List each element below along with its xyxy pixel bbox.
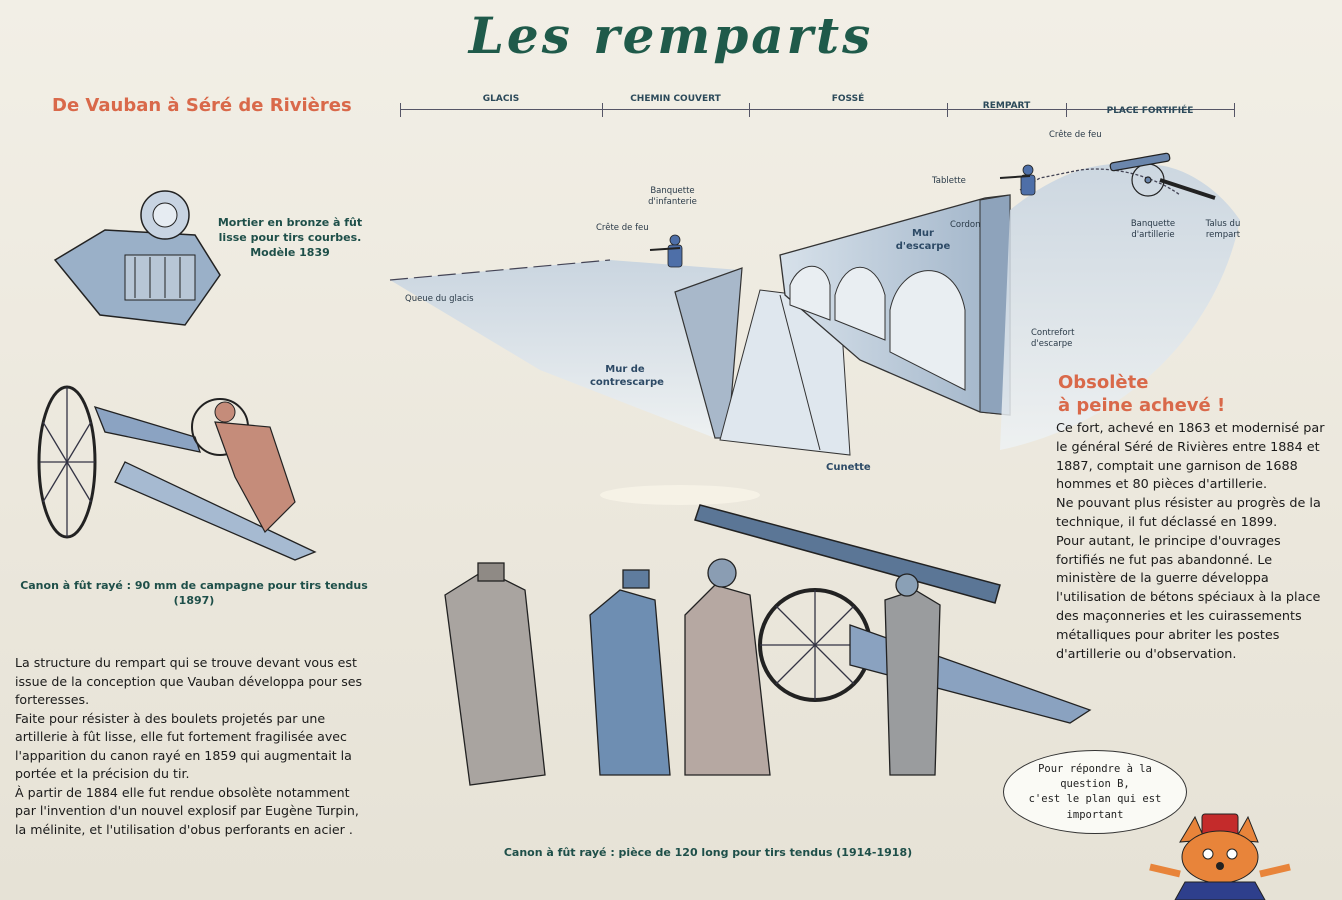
obsolete-paragraph-1: Ce fort, achevé en 1863 et modernisé par… [1056,421,1325,493]
obsolete-heading: Obsolète à peine achevé ! [1058,372,1225,417]
bubble-line-3: c'est le plan qui est [1028,793,1162,806]
label-mur-escarpe: Mur d'escarpe [895,228,951,252]
label-mur-contrescarpe: Mur de contrescarpe [590,364,664,388]
label-banquette-infanterie: Banquette d'infanterie [648,186,697,207]
mortar-illustration [53,190,221,326]
zone-place-fortifiee: PLACE FORTIFIÉE [1106,106,1194,116]
left-paragraph-2: Faite pour résister à des boulets projet… [15,710,352,782]
bubble-line-1: Pour répondre à la [1038,763,1152,775]
speech-bubble: Pour répondre à la question B, c'est le … [1003,750,1187,834]
ruler-tick [749,103,750,117]
fox-mascot-icon [1149,813,1291,900]
left-text-block: La structure du rempart qui se trouve de… [15,654,367,839]
rampart-cross-section-illustration [389,152,1240,456]
label-tablette: Tablette [932,176,966,186]
label-contrefort: Contrefort d'escarpe [1031,328,1075,349]
obsolete-paragraph-3: Pour autant, le principe d'ouvrages fort… [1056,533,1321,662]
section-heading: De Vauban à Séré de Rivières [52,95,352,116]
zone-fosse: FOSSÉ [831,94,865,104]
ruler-tick [400,103,401,117]
field-cannon-illustration [37,385,317,561]
label-talus-rempart: Talus du rempart [1205,219,1241,240]
obsolete-text-block: Ce fort, achevé en 1863 et modernisé par… [1056,420,1332,664]
ruler-tick [1066,103,1067,117]
label-crete-feu-top: Crête de feu [1049,130,1102,140]
zone-chemin-couvert: CHEMIN COUVERT [630,94,721,104]
caption-canon-120: Canon à fût rayé : pièce de 120 long pou… [503,846,913,859]
ruler-tick [1234,103,1235,117]
ruler-tick [602,103,603,117]
caption-canon-90mm: Canon à fût rayé : 90 mm de campagne pou… [20,579,368,607]
left-paragraph-1: La structure du rempart qui se trouve de… [15,655,363,707]
zone-ruler [400,109,1235,110]
label-crete-feu: Crête de feu [596,223,649,233]
ruler-tick [947,103,948,117]
label-cunette: Cunette [826,462,871,473]
zone-glacis: GLACIS [482,94,520,104]
zone-rempart: REMPART [982,101,1031,111]
label-cordon: Cordon [950,220,981,230]
long-cannon-soldiers-illustration [444,485,1092,786]
label-queue-glacis: Queue du glacis [405,294,474,304]
label-banquette-artillerie: Banquette d'artillerie [1130,219,1176,240]
obsolete-heading-line-2: à peine achevé ! [1058,394,1226,416]
bubble-line-4: important [1066,808,1124,821]
obsolete-heading-line-1: Obsolète [1058,372,1149,393]
caption-mortier: Mortier en bronze à fût lisse pour tirs … [217,216,363,259]
board-title: Les remparts [468,6,874,65]
bubble-line-2: question B, [1060,778,1130,791]
left-paragraph-3: À partir de 1884 elle fut rendue obsolèt… [15,784,359,837]
obsolete-paragraph-2: Ne pouvant plus résister au progrès de l… [1056,496,1321,530]
